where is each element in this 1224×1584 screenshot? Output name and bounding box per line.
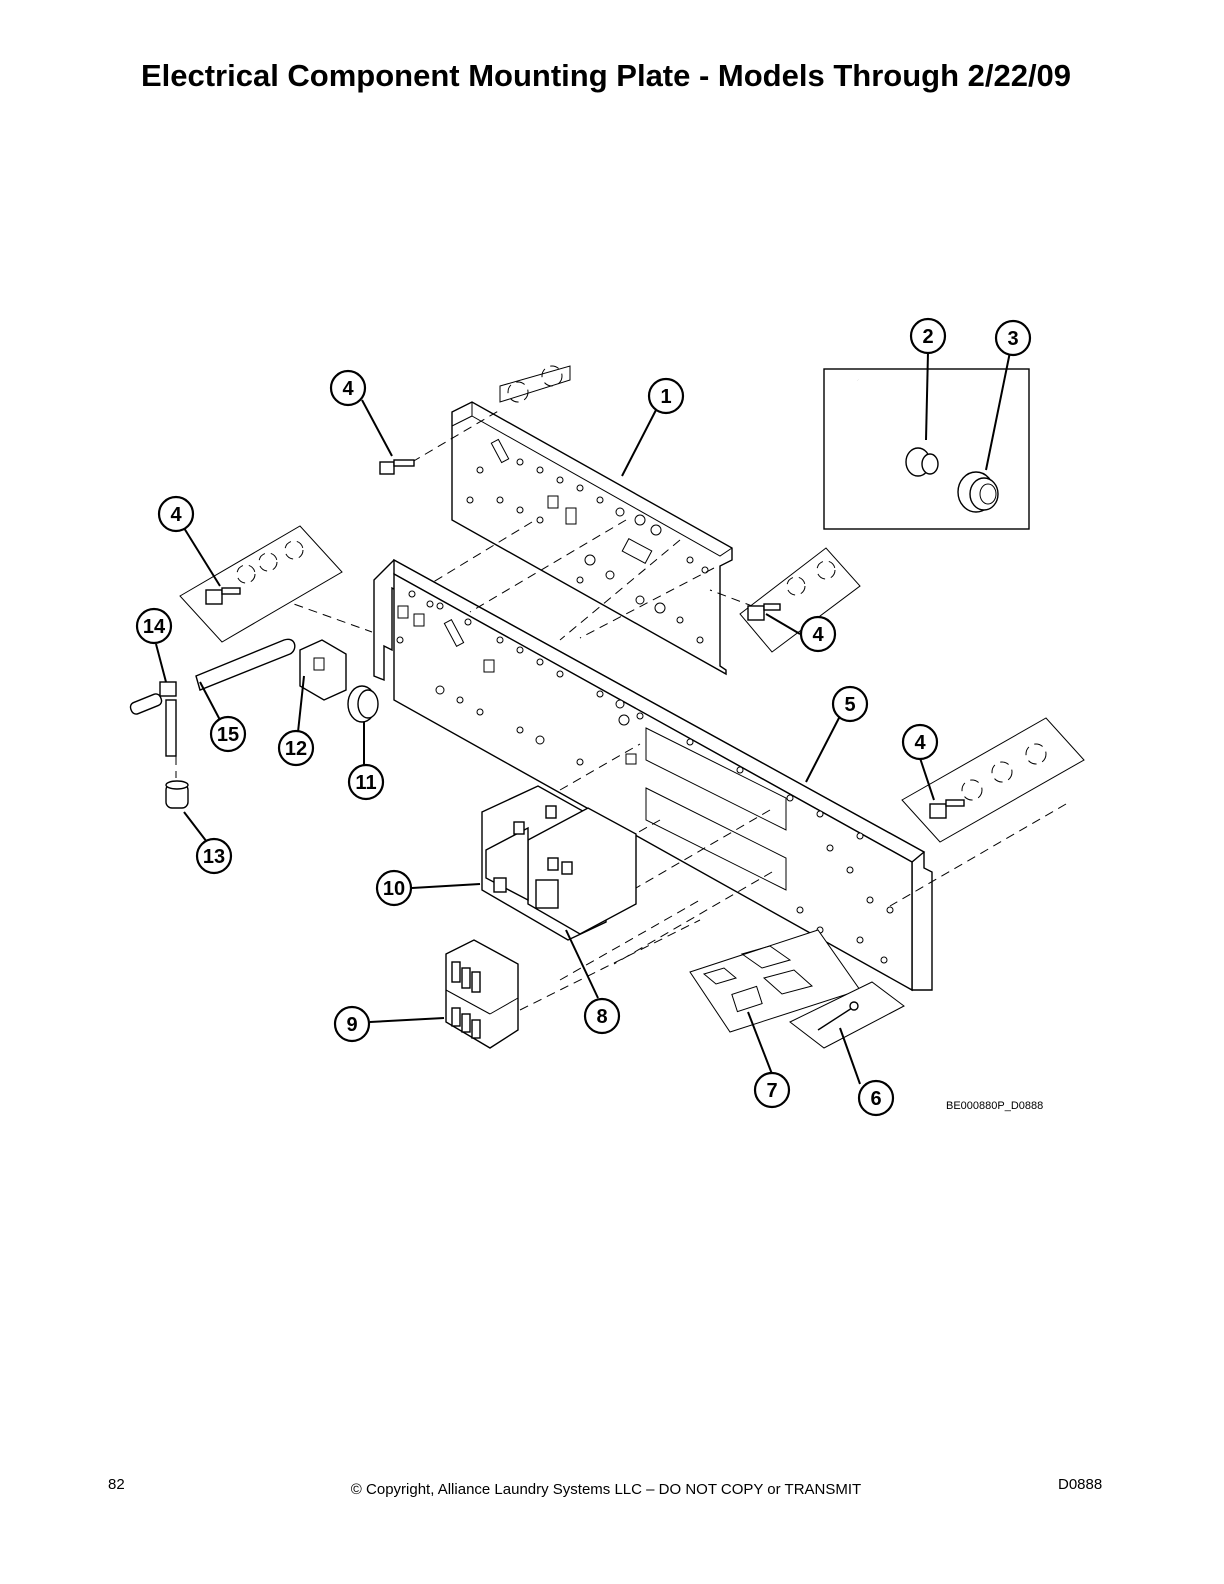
page-number: 82 <box>108 1476 125 1493</box>
callout-label: 15 <box>217 724 239 746</box>
callout-label: 5 <box>844 694 855 716</box>
callout-label: 4 <box>914 732 926 754</box>
callout-13: 13 <box>195 837 233 875</box>
upper-mounting-plate <box>451 401 733 676</box>
fastener-group-top <box>379 365 571 475</box>
contactor-assembly <box>481 785 637 941</box>
callout-label: 11 <box>355 772 376 794</box>
plate-and-pin <box>689 929 905 1049</box>
callout-label: 1 <box>660 386 671 408</box>
callout-label: 4 <box>170 504 182 526</box>
callout-label: 4 <box>812 624 824 646</box>
callout-15: 15 <box>209 715 247 753</box>
grommet-inset <box>823 368 1030 530</box>
lower-plate-slots <box>645 727 787 891</box>
copyright-notice: © Copyright, Alliance Laundry Systems LL… <box>350 1481 862 1498</box>
callout-label: 10 <box>383 878 405 900</box>
callout-6: 6 <box>857 1079 895 1117</box>
callout-label: 3 <box>1007 328 1018 350</box>
callout-4-top: 4 <box>329 369 367 407</box>
upper-plate-holes <box>466 458 709 644</box>
callout-10: 10 <box>375 869 413 907</box>
callout-3: 3 <box>994 319 1032 357</box>
lower-mounting-plate <box>373 558 933 992</box>
fastener-group-right-upper <box>739 547 861 653</box>
callout-label: 8 <box>596 1006 607 1028</box>
callout-12: 12 <box>277 729 315 767</box>
callout-7: 7 <box>753 1071 791 1109</box>
callout-8: 8 <box>583 997 621 1035</box>
callout-2: 2 <box>909 317 947 355</box>
leader-lines <box>155 351 1011 1085</box>
relay-block <box>445 939 519 1049</box>
fastener-group-left <box>179 525 343 643</box>
callout-14: 14 <box>135 607 173 645</box>
fastener-group-right-lower <box>901 717 1085 843</box>
tube-assembly <box>129 638 296 809</box>
callout-label: 13 <box>203 846 225 868</box>
page-title: Electrical Component Mounting Plate - Mo… <box>140 58 1072 93</box>
lower-plate-holes <box>396 590 894 964</box>
drawing-id: BE000880P_D0888 <box>946 1100 1043 1112</box>
callout-label: 4 <box>342 378 354 400</box>
callout-4-left: 4 <box>157 495 195 533</box>
callout-5: 5 <box>831 685 869 723</box>
callout-label: 12 <box>285 738 307 760</box>
callout-label: 7 <box>766 1080 777 1102</box>
callout-4-right-upper: 4 <box>799 615 837 653</box>
callout-9: 9 <box>333 1005 371 1043</box>
callout-11: 11 <box>347 763 385 801</box>
callout-label: 14 <box>143 616 166 638</box>
callout-label: 6 <box>870 1088 881 1110</box>
document-code: D0888 <box>1058 1476 1103 1493</box>
callout-1: 1 <box>647 377 685 415</box>
callout-label: 9 <box>346 1014 357 1036</box>
bracket-and-connector <box>299 639 379 723</box>
callout-label: 2 <box>922 326 933 348</box>
callout-4-right-lower: 4 <box>901 723 939 761</box>
